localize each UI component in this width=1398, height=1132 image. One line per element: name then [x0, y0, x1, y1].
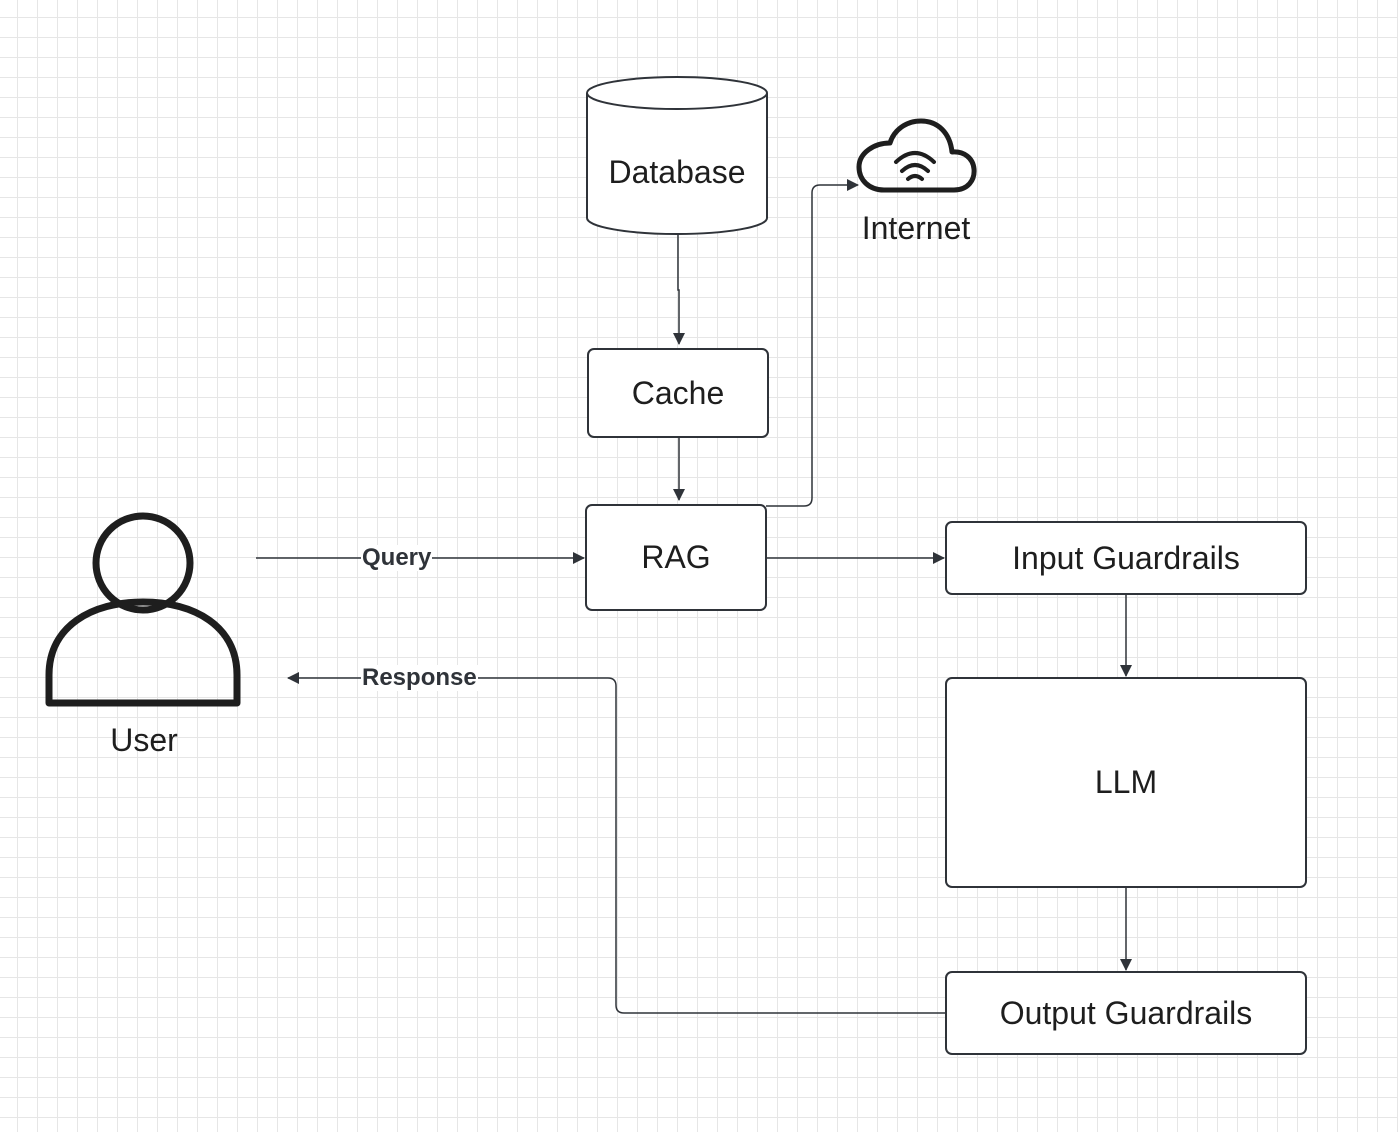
database-node[interactable]: Database — [586, 76, 768, 236]
edge-rag-internet[interactable] — [766, 179, 859, 507]
edge-label-query[interactable]: Query — [361, 544, 433, 571]
edge-database-cache[interactable] — [673, 234, 685, 345]
cache-node[interactable]: Cache — [587, 348, 769, 438]
output-guardrails-node[interactable]: Output Guardrails — [945, 971, 1307, 1055]
cloud-wifi-icon[interactable] — [854, 116, 978, 194]
input-guardrails-node[interactable]: Input Guardrails — [945, 521, 1307, 595]
person-icon[interactable] — [44, 510, 244, 710]
input-guardrails-label: Input Guardrails — [1012, 539, 1240, 576]
output-guardrails-label: Output Guardrails — [999, 994, 1253, 1031]
internet-label: Internet — [861, 210, 971, 246]
edge-label-response[interactable]: Response — [361, 664, 478, 691]
rag-label: RAG — [641, 539, 711, 575]
edge-output-guardrails-user-response[interactable] — [287, 672, 945, 1014]
llm-label: LLM — [1094, 764, 1158, 800]
llm-node[interactable]: LLM — [945, 677, 1307, 888]
database-cylinder-icon — [586, 76, 768, 235]
user-label: User — [110, 722, 178, 758]
rag-node[interactable]: RAG — [585, 504, 767, 611]
database-label: Database — [608, 154, 746, 190]
cache-label: Cache — [631, 374, 725, 411]
